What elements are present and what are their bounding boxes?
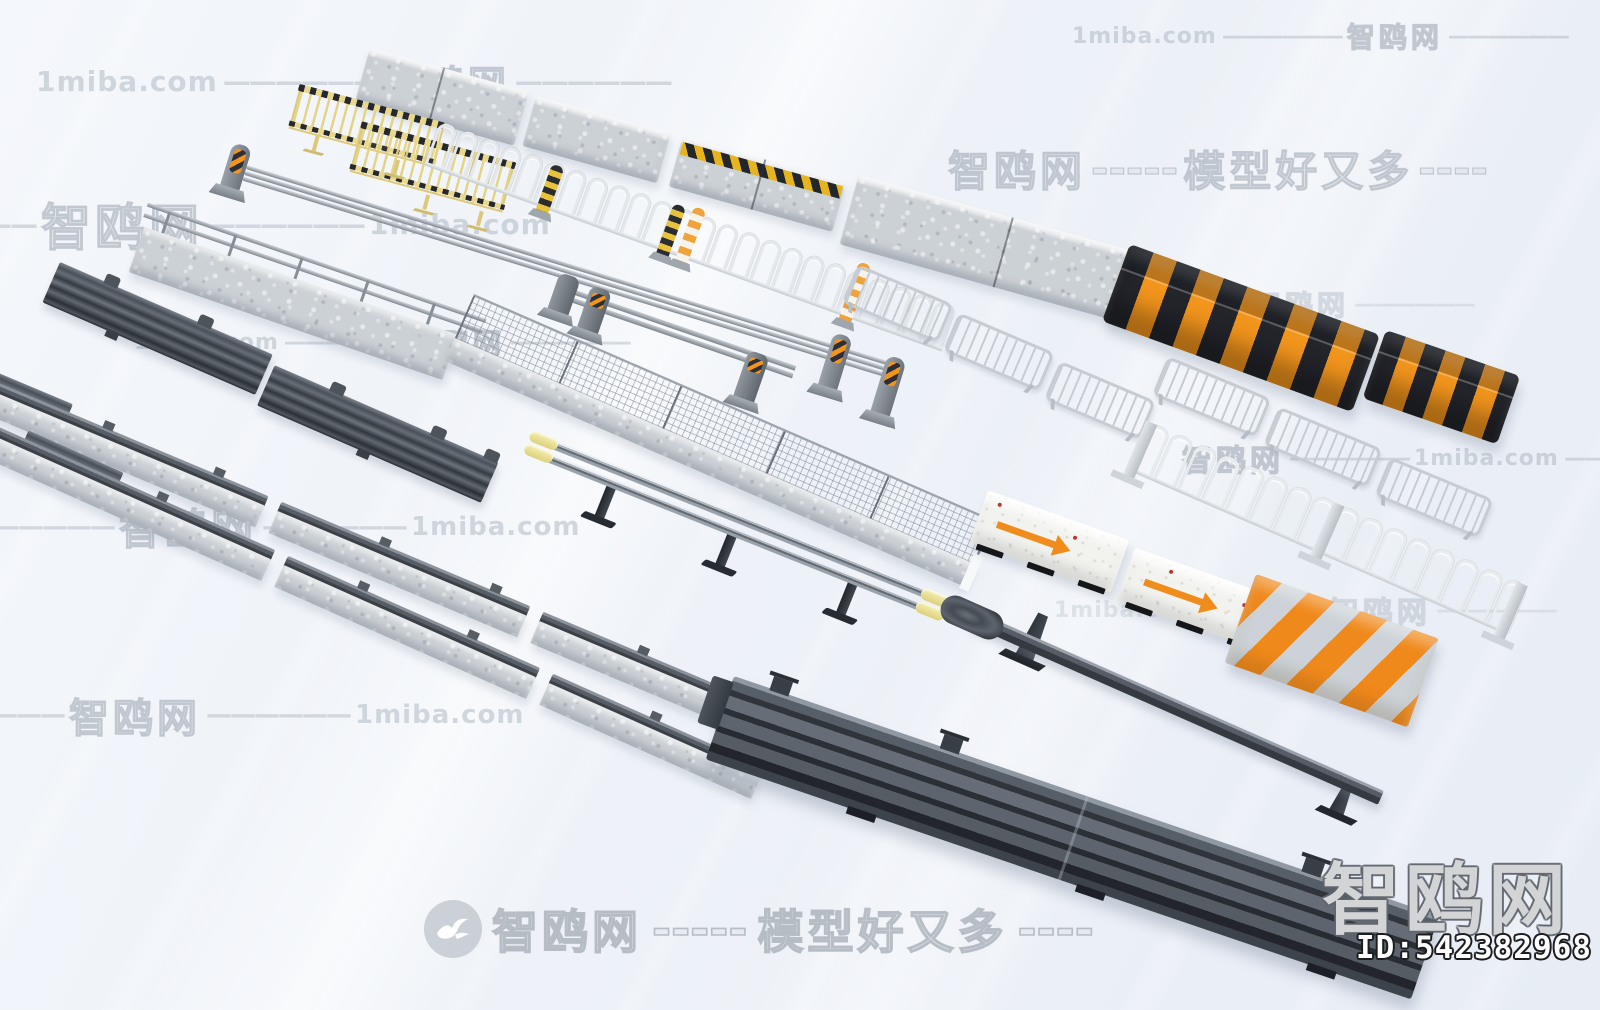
barrier-crack-line <box>750 159 767 210</box>
fence-leg <box>311 135 320 152</box>
fence-leg <box>475 210 484 227</box>
footer-watermark: 智鸥网 ----- 模型好又多 ---- <box>424 896 1095 962</box>
red-dot-marker <box>997 502 1003 508</box>
red-dot-marker <box>1072 535 1078 541</box>
watermark-tagline: 模型好又多 <box>757 904 1008 960</box>
barrier-crack-line <box>992 217 1014 288</box>
watermark-dashes: ---- <box>1017 901 1095 957</box>
watermark-cn: 智鸥网 <box>491 904 642 960</box>
model-id-stamp: ID:542382968 <box>1356 930 1592 966</box>
watermark-dashes: ----- <box>651 901 748 957</box>
fence-leg <box>422 194 431 210</box>
seagull-glyph <box>437 918 469 939</box>
orange-right-arrow-icon <box>1143 578 1204 606</box>
seagull-logo-icon <box>424 900 482 958</box>
barrier-crack-line <box>428 67 445 123</box>
red-dot-marker <box>1168 569 1174 575</box>
brand-stamp: 智鸥网 <box>1322 856 1572 946</box>
orange-right-arrow-icon <box>995 521 1057 549</box>
